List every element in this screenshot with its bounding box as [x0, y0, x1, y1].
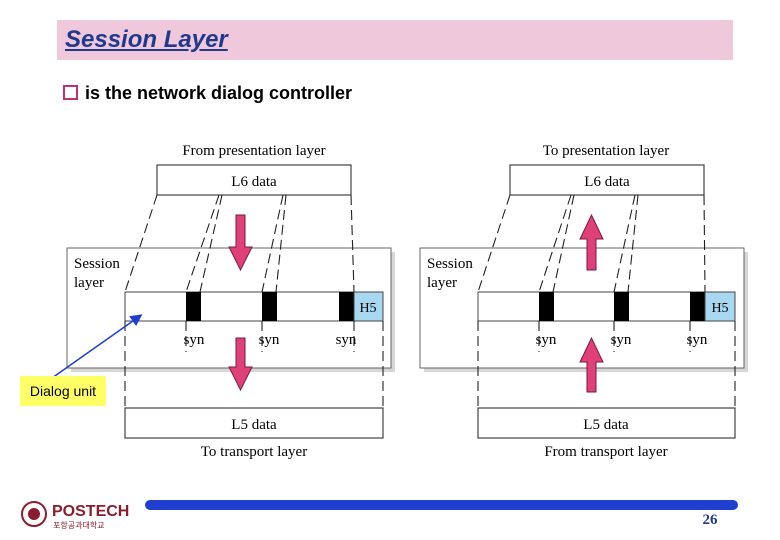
square-bullet-icon [63, 84, 78, 100]
right-l5-box [477, 407, 736, 439]
right-syn-block-3 [690, 292, 705, 321]
right-dashed-lines [477, 194, 736, 408]
right-syn-label-3: syn [687, 332, 708, 348]
right-session-label-2: layer [427, 275, 457, 291]
left-l6-label: L6 data [231, 174, 277, 190]
right-up-arrow-top [579, 213, 604, 271]
left-syn-label-1: syn [184, 332, 205, 348]
right-h5-box [704, 291, 736, 322]
footer-bar [145, 500, 738, 510]
left-l5-label: L5 data [231, 417, 277, 433]
right-h5-label: H5 [711, 301, 728, 316]
dialog-unit-callout: Dialog unit [20, 376, 106, 406]
callout-pointer-line [51, 314, 143, 379]
right-syn-label-2: syn [611, 332, 632, 348]
left-dashed-lines [124, 194, 384, 408]
left-l5-box [124, 407, 384, 439]
bullet-item: is the network dialog controller [63, 83, 352, 104]
left-syn-block-2 [262, 292, 277, 321]
seal-core-icon [28, 508, 40, 520]
right-up-arrow-bottom [579, 336, 604, 393]
left-down-arrow-top [228, 214, 253, 272]
logo-text: POSTECH [52, 503, 129, 520]
left-syn-block-1 [186, 292, 201, 321]
left-diagram: From presentation layer L6 data Session … [66, 143, 395, 460]
right-syn-label-1: syn [536, 332, 557, 348]
left-bottom-label: To transport layer [201, 444, 307, 460]
right-session-label-1: Session [427, 256, 473, 272]
right-l6-label: L6 data [584, 174, 630, 190]
left-syn-label-3: syn [336, 332, 357, 348]
slide-title: Session Layer [65, 26, 228, 53]
left-top-label: From presentation layer [182, 143, 325, 159]
logo-subtext: 포항공과대학교 [53, 520, 105, 530]
right-syn-block-2 [614, 292, 629, 321]
left-down-arrow-bottom [228, 337, 253, 392]
postech-logo: POSTECH 포항공과대학교 [21, 501, 129, 530]
left-h5-box [353, 291, 384, 322]
title-bar: Session Layer [57, 20, 733, 60]
right-diagram: To presentation layer L6 data Session la… [419, 143, 748, 460]
right-l6-box [509, 164, 705, 196]
right-top-label: To presentation layer [543, 143, 669, 159]
left-session-label-2: layer [74, 275, 104, 291]
right-bottom-label: From transport layer [544, 444, 667, 460]
right-l5-label: L5 data [583, 417, 629, 433]
right-syn-block-1 [539, 292, 554, 321]
left-syn-label-2: syn [259, 332, 280, 348]
left-syn-block-3 [339, 292, 354, 321]
bullet-text: is the network dialog controller [85, 83, 353, 103]
page-number: 26 [702, 512, 718, 528]
left-h5-label: H5 [359, 301, 376, 316]
left-session-label-1: Session [74, 256, 120, 272]
left-l6-box [156, 164, 352, 196]
